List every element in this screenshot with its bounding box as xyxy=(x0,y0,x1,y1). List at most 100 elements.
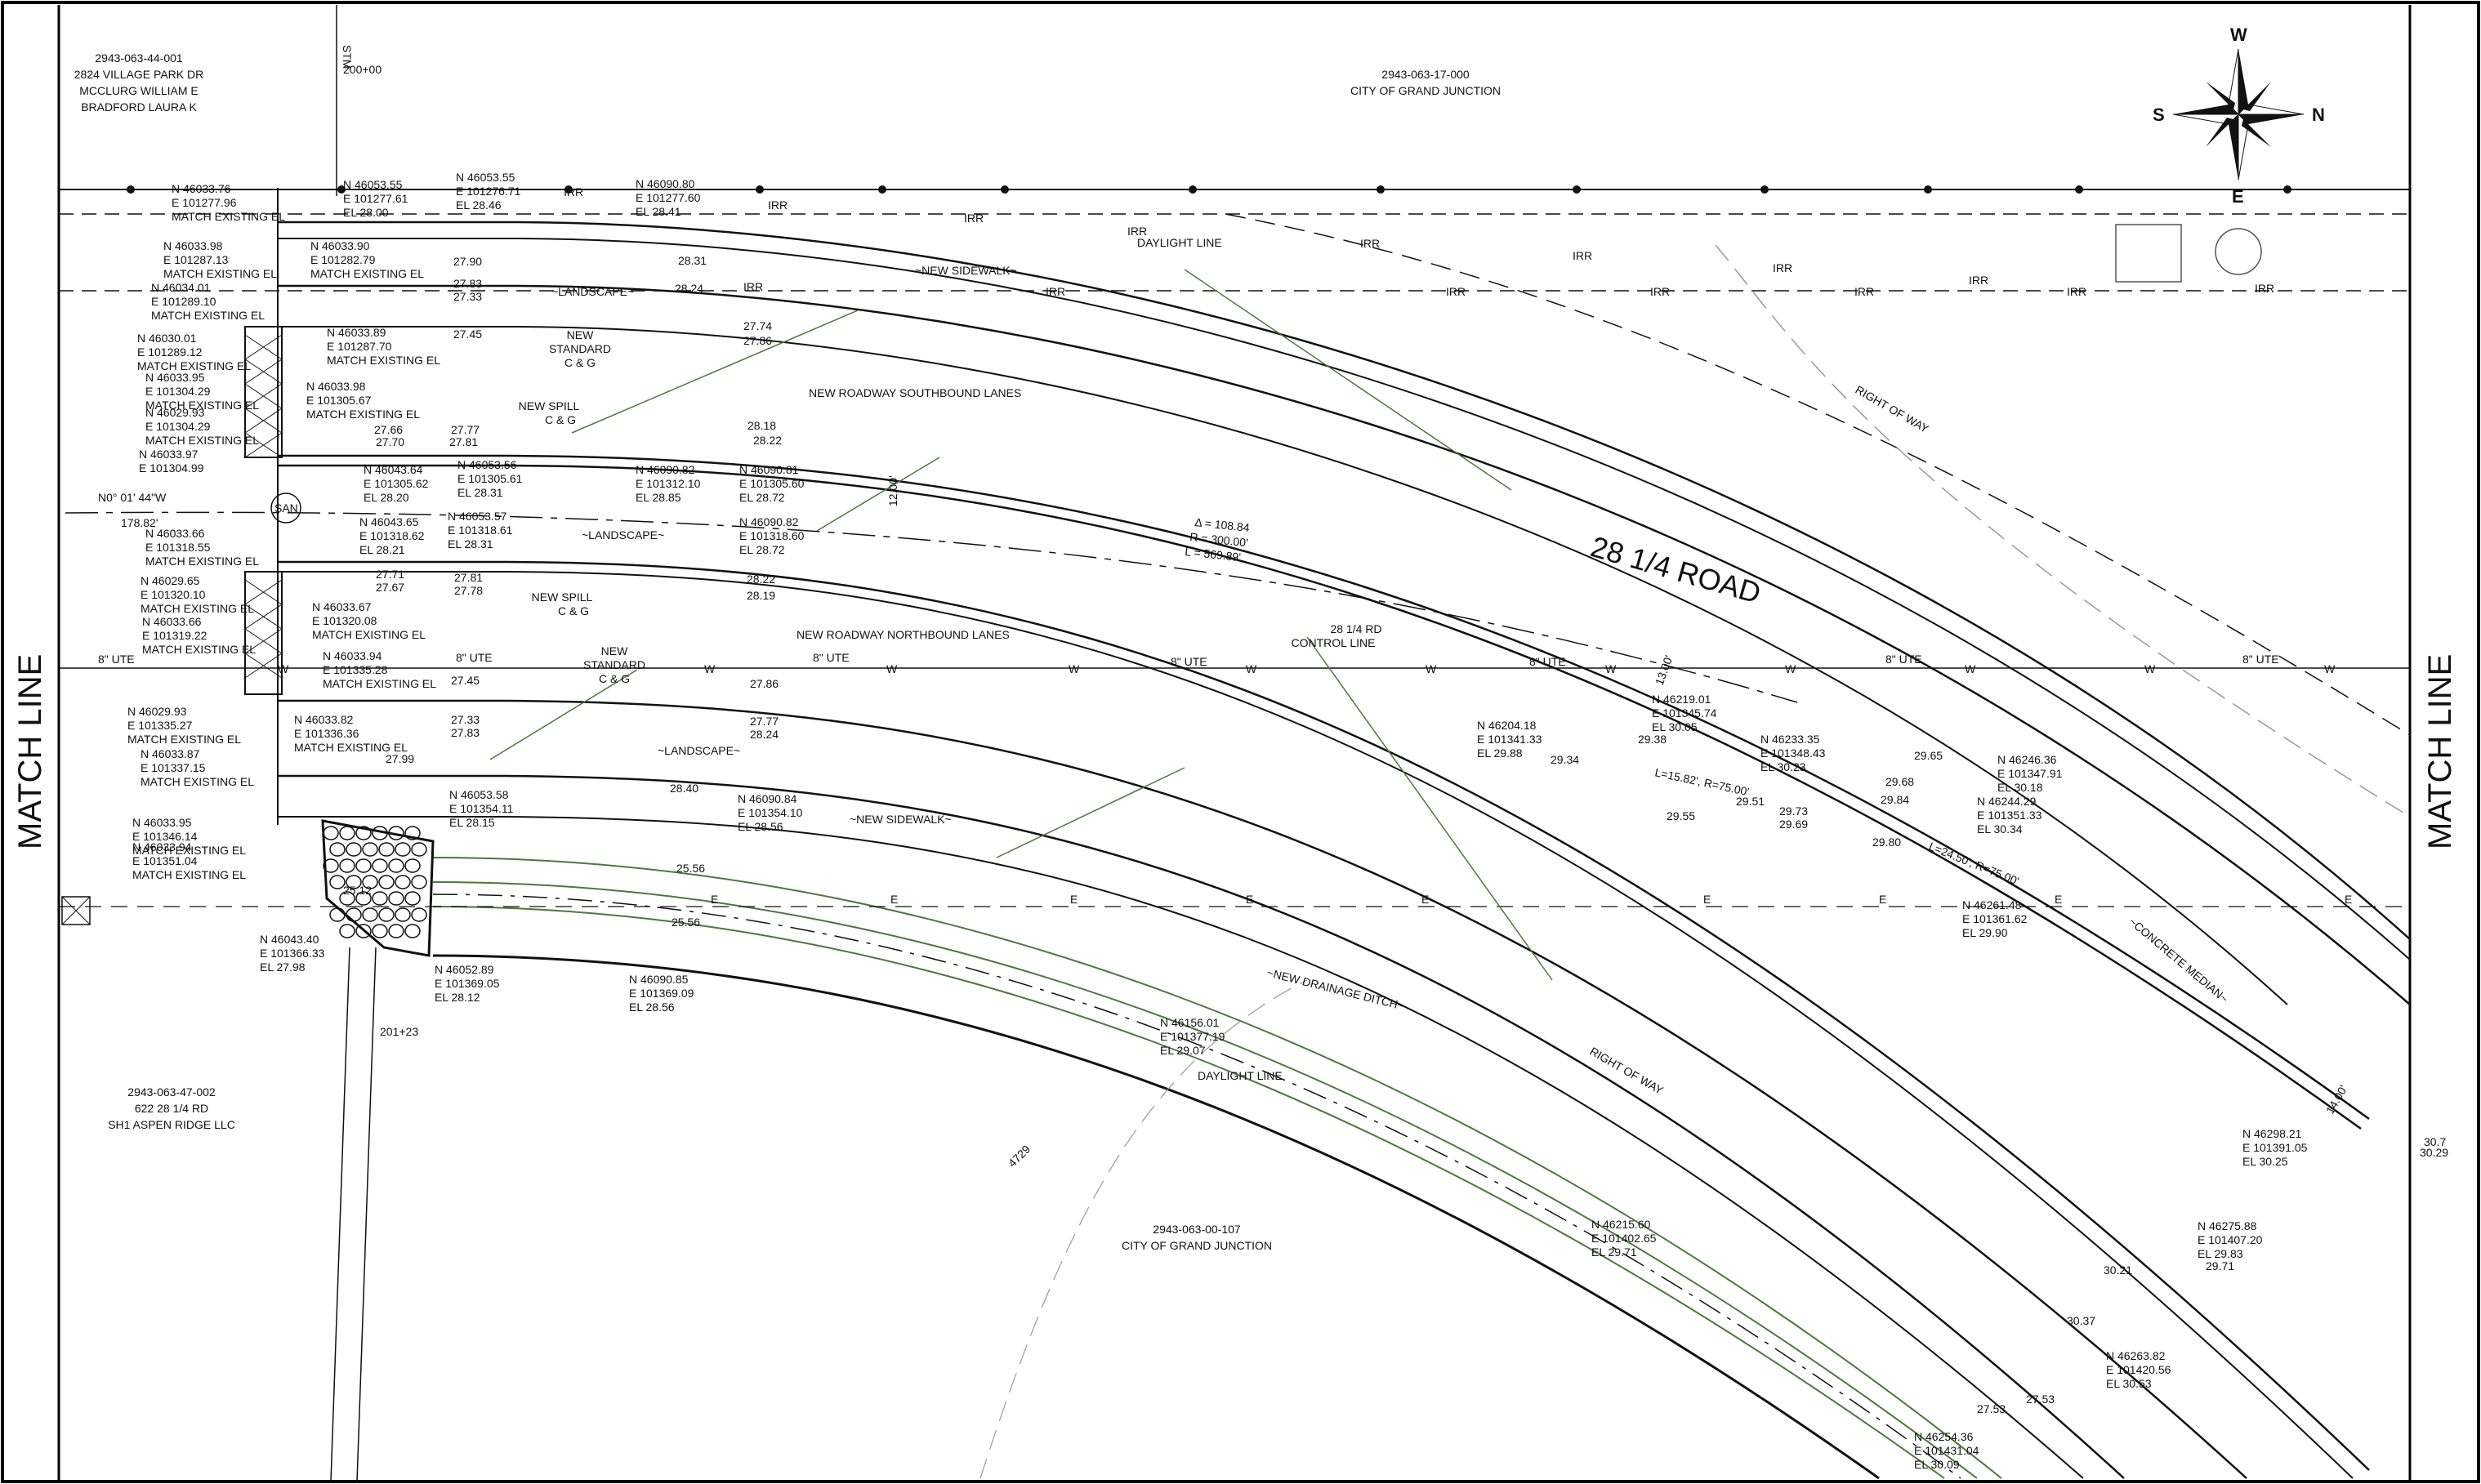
svg-text:C & G: C & G xyxy=(558,604,589,617)
match-line-right: MATCH LINE xyxy=(2422,654,2458,849)
coordinate-label: E 101354.11 xyxy=(449,802,514,815)
irr-label: IRR xyxy=(1446,285,1466,298)
coordinate-label: EL 29.71 xyxy=(1591,1246,1637,1259)
water-line-marker: W xyxy=(278,662,289,675)
riprap-stone xyxy=(404,826,421,840)
elevation-label: 30.21 xyxy=(2104,1263,2132,1277)
coordinate-label: N 46090.81 xyxy=(739,463,799,476)
water-line-marker: W xyxy=(1246,662,1257,675)
riprap-stones xyxy=(323,826,427,938)
svg-text:2943-063-44-001: 2943-063-44-001 xyxy=(95,51,183,65)
irr-label: IRR xyxy=(1969,274,1988,287)
coordinate-label: E 101391.05 xyxy=(2242,1141,2308,1154)
elevation-label: 28.22 xyxy=(747,573,775,586)
coordinate-label: MATCH EXISTING EL xyxy=(323,677,436,690)
elevation-label: 28.19 xyxy=(747,589,775,602)
coordinate-label: E 101318.62 xyxy=(359,529,425,542)
svg-text:622 28 1/4 RD: 622 28 1/4 RD xyxy=(135,1102,208,1115)
coordinate-label: E 101287.13 xyxy=(163,253,229,266)
riprap-stone xyxy=(388,924,404,938)
coordinate-label: N 46053.55 xyxy=(456,171,515,184)
coordinate-label: EL 28.00 xyxy=(343,206,389,219)
coordinate-label: N 46033.82 xyxy=(294,713,354,726)
elevation-label: 25.56 xyxy=(676,862,705,875)
riprap-stone xyxy=(329,907,346,922)
elevation-label: 27.81 xyxy=(454,571,483,584)
coordinate-label: MATCH EXISTING EL xyxy=(141,775,254,788)
landscape-note-1: ~LANDSCAPE~ xyxy=(551,285,634,298)
irr-label: IRR xyxy=(768,198,788,212)
fence-post xyxy=(1377,185,1385,194)
coordinate-label: E 101289.10 xyxy=(151,295,216,308)
grade-line xyxy=(1715,244,2411,818)
elevation-label: 27.86 xyxy=(743,334,772,347)
riprap-stone xyxy=(346,875,362,889)
coordinate-label: N 46090.84 xyxy=(738,792,797,805)
coordinate-label: E 101318.55 xyxy=(145,541,211,554)
crosshatch-hatch xyxy=(244,334,283,679)
coordinate-label: N 46033.67 xyxy=(312,600,372,613)
ditch-edge-2 xyxy=(432,881,1978,1479)
compass-s: S xyxy=(2153,105,2165,125)
elevation-label: 30.37 xyxy=(2067,1314,2095,1327)
station-label-1: 200+00 xyxy=(343,63,382,76)
median-sb-edge xyxy=(278,454,2370,1121)
riprap-stone xyxy=(339,826,355,840)
coordinate-label: N 46043.64 xyxy=(364,463,423,476)
elevation-label: 30.7 xyxy=(2424,1135,2446,1148)
median-nb-edge-2 xyxy=(278,571,2354,1479)
riprap-stone xyxy=(355,891,372,906)
svg-text:MCCLURG WILLIAM E: MCCLURG WILLIAM E xyxy=(79,84,198,97)
utility-note-2: 8" UTE xyxy=(456,651,493,664)
coordinate-label: N 46033.95 xyxy=(132,816,192,829)
water-line-marker: W xyxy=(2144,662,2156,675)
coordinate-label: N 46263.82 xyxy=(2106,1349,2166,1362)
coordinate-label: EL 29.07 xyxy=(1160,1044,1206,1057)
coordinate-label: MATCH EXISTING EL xyxy=(306,408,420,421)
svg-text:Δ = 108.84: Δ = 108.84 xyxy=(1194,515,1251,534)
coordinate-label: E 101282.79 xyxy=(310,253,376,266)
coordinate-label: E 101346.14 xyxy=(132,830,198,843)
sidewalk-edge-north xyxy=(278,221,2411,940)
inlet-box-x xyxy=(61,896,91,925)
utility-note-5: 8" UTE xyxy=(1529,655,1566,668)
elevation-label: 27.66 xyxy=(374,423,403,436)
coordinate-label: EL 30.05 xyxy=(1652,720,1698,733)
elevation-label: 29.38 xyxy=(1638,733,1667,746)
elevation-label: 29.80 xyxy=(1872,836,1901,849)
svg-text:STANDARD: STANDARD xyxy=(583,658,645,671)
compass-w: W xyxy=(2230,25,2247,45)
coordinate-label: E 101336.36 xyxy=(294,727,359,740)
svg-text:L = 569.89': L = 569.89' xyxy=(1185,545,1242,564)
coordinate-label: E 101318.61 xyxy=(448,524,513,537)
coordinate-label: EL 27.98 xyxy=(260,960,306,974)
ditch-edge-3 xyxy=(432,906,1945,1479)
coordinate-label: E 101347.91 xyxy=(1997,767,2063,780)
riprap-stone xyxy=(404,858,421,873)
coordinate-label: N 46254.36 xyxy=(1914,1430,1974,1443)
elevation-label: 27.83 xyxy=(451,726,480,739)
coordinate-label: E 101335.27 xyxy=(127,719,193,732)
coordinate-label: N 46156.01 xyxy=(1160,1016,1220,1029)
svg-text:C & G: C & G xyxy=(599,672,630,685)
green-line-1 xyxy=(571,310,859,434)
riprap-stone xyxy=(378,907,395,922)
curb-nb-inner xyxy=(278,699,2247,1479)
contour-line xyxy=(979,979,1308,1479)
coordinate-label: EL 28.41 xyxy=(636,205,681,218)
coordinate-label: MATCH EXISTING EL xyxy=(294,741,408,754)
coordinate-label: N 46033.97 xyxy=(139,448,199,461)
elevation-label: 25.12 xyxy=(343,884,372,897)
water-line-marker: W xyxy=(704,662,716,675)
coordinate-label: N 46029.93 xyxy=(145,406,205,419)
coordinate-label: E 101305.62 xyxy=(364,477,429,490)
svg-text:NEW SPILL: NEW SPILL xyxy=(532,590,593,604)
riprap-stone xyxy=(362,875,378,889)
elevation-label: 29.65 xyxy=(1914,749,1943,762)
coordinate-label: MATCH EXISTING EL xyxy=(312,628,426,641)
elevation-label: 28.24 xyxy=(750,728,779,741)
water-line-marker: W xyxy=(1426,662,1437,675)
green-line-2 xyxy=(816,457,940,532)
riprap-stone xyxy=(339,891,355,906)
coordinate-label: N 46052.89 xyxy=(435,963,494,976)
